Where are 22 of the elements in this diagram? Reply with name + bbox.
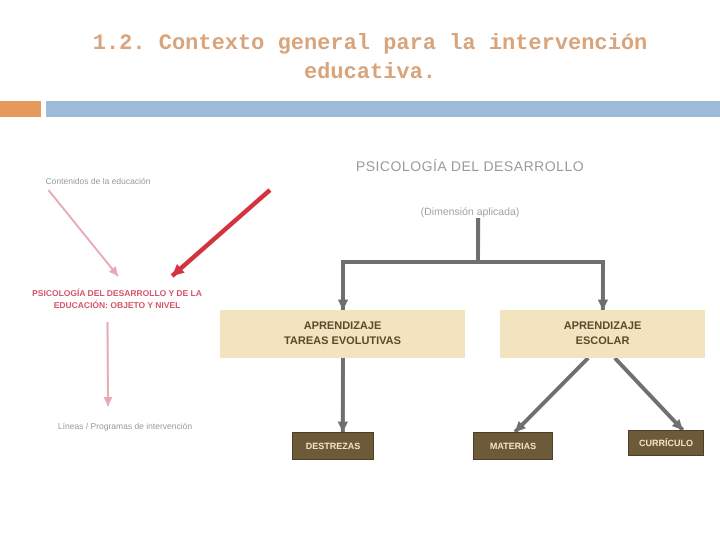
term-box: DESTREZAS bbox=[292, 432, 374, 460]
diagram-heading: PSICOLOGÍA DEL DESARROLLO bbox=[356, 158, 584, 174]
process-box bbox=[220, 310, 465, 358]
term-box: CURRÍCULO bbox=[628, 430, 704, 456]
highlight-text: PSICOLOGÍA DEL DESARROLLO Y DE LA EDUCACIÓN: OBJETO Y NIVEL bbox=[22, 276, 212, 322]
arrow bbox=[338, 358, 348, 432]
box-heading: APRENDIZAJE bbox=[304, 319, 382, 334]
slide-title: 1.2. Contexto general para la intervención educativa. bbox=[92, 30, 648, 87]
note-text: Líneas / Programas de intervención bbox=[50, 406, 200, 446]
term-box: MATERIAS bbox=[473, 432, 553, 460]
arrow bbox=[613, 356, 684, 432]
arrow bbox=[104, 322, 112, 406]
arrow bbox=[476, 218, 608, 310]
box-text: TAREAS EVOLUTIVAS bbox=[284, 334, 401, 349]
box-text: ESCOLAR bbox=[576, 334, 630, 349]
diagram-subheading: (Dimensión aplicada) bbox=[420, 206, 520, 218]
note-text: Contenidos de la educación bbox=[18, 172, 178, 190]
process-box bbox=[500, 310, 705, 358]
arrow bbox=[48, 189, 119, 277]
arrow bbox=[514, 356, 590, 434]
arrow bbox=[170, 188, 272, 278]
box-heading: APRENDIZAJE bbox=[564, 319, 642, 334]
